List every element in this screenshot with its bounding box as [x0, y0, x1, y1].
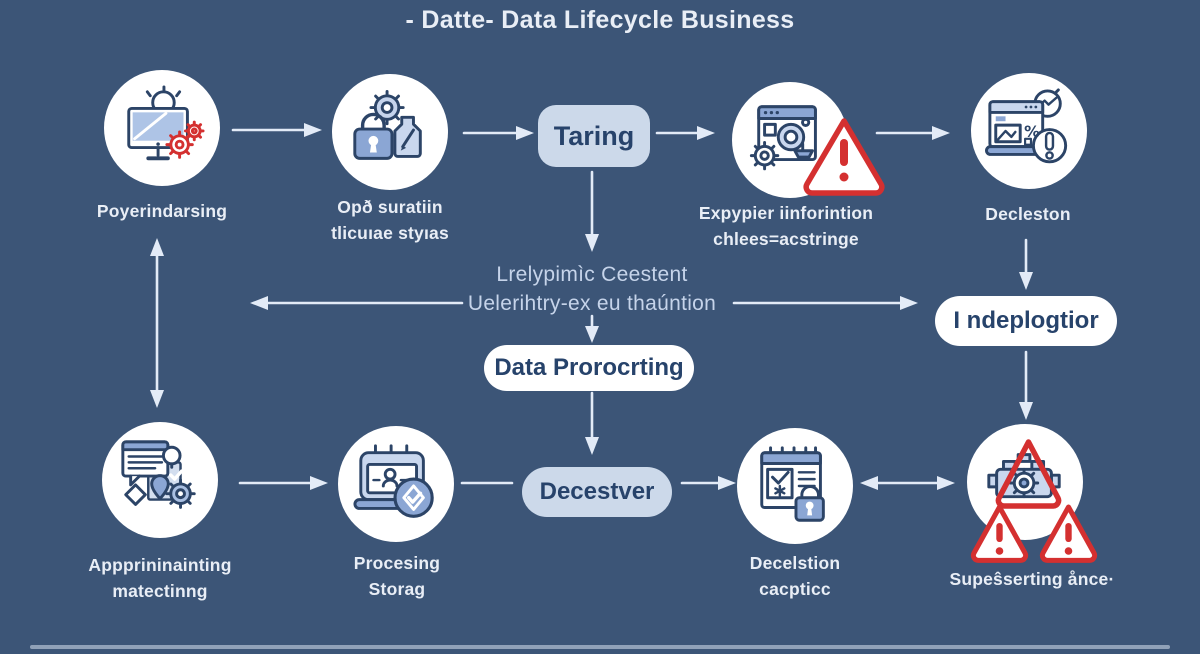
label-decleston: Decleston — [985, 204, 1071, 224]
center-note: Lrelypimìc Ceestent Uelerihtry-ex eu tha… — [467, 263, 717, 315]
data-prorocrting-pill: Data Prorocrting — [484, 345, 694, 391]
stage-supesserting — [967, 424, 1083, 540]
stage-decelstion — [737, 428, 853, 544]
label-decelstion: Decelstion cacpticc — [749, 553, 841, 599]
chat-document-shapes-icon — [121, 440, 196, 509]
engine-warning-icon — [987, 453, 1061, 499]
stage-procesing-storag — [338, 426, 454, 542]
laptop-clock-alert-icon: % — [985, 88, 1068, 164]
diagram-title: - Datte- Data Lifecycle Business — [405, 6, 795, 34]
calendar-check-lock-icon — [760, 446, 825, 522]
browser-warning-icon — [749, 105, 817, 171]
stage-expypier — [732, 82, 848, 198]
calendar-badge-icon — [353, 444, 434, 518]
label-opd-suratiin: Opð suratiin tlicuıae styıas — [331, 197, 449, 243]
padlock-gear-flask-icon — [353, 89, 422, 160]
svg-text:%: % — [1024, 122, 1040, 141]
decestver-pill: Decestver — [522, 467, 672, 517]
taring-pill: Taring — [538, 105, 650, 167]
label-poyerindarsing: Poyerindarsing — [96, 201, 228, 221]
label-expypier: Expypier iinforintion chlees=acstringe — [698, 203, 874, 249]
stage-apprininainting — [102, 422, 218, 538]
indeplogtior-pill: I ndeplogtior — [935, 296, 1117, 346]
label-procesing-storag: Procesing Storag — [353, 553, 441, 599]
stage-poyerindarsing — [104, 70, 220, 186]
label-supesserting: Supeŝserting ånce· — [949, 569, 1115, 589]
bottom-divider — [30, 645, 1170, 649]
stage-opd-suratiin — [332, 74, 448, 190]
monitor-lightbulb-gear-icon — [127, 85, 205, 161]
label-apprininainting: Appprininainting matectinng — [88, 555, 232, 601]
stage-decleston: % — [971, 73, 1087, 189]
